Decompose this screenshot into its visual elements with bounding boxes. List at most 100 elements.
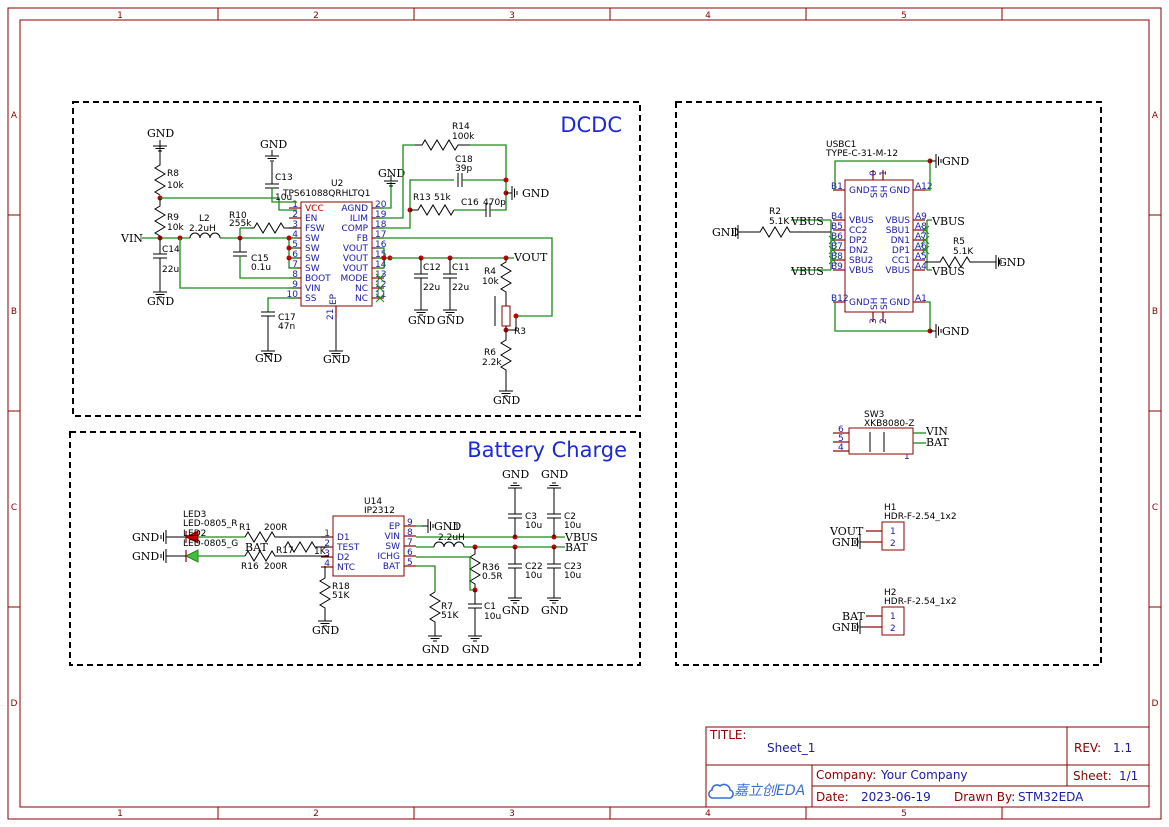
pin-number: 16 — [375, 240, 387, 250]
l1-val: 2.2uH — [438, 533, 465, 543]
u14-part: IP2312 — [364, 506, 395, 516]
c15-ref: C15 — [251, 254, 269, 264]
pin-name: NC — [355, 294, 368, 304]
pin-name: GND — [889, 298, 910, 308]
usb-ref: USBC1 — [826, 140, 856, 150]
gnd-label: GND — [522, 187, 549, 200]
net-vbus: VBUS — [931, 265, 965, 278]
c16-ref: C16 — [461, 198, 479, 208]
net-vbus: VBUS — [790, 265, 824, 278]
r9-ref: R9 — [167, 213, 179, 223]
pin-name: NC — [355, 284, 368, 294]
gnd-label: GND — [147, 295, 174, 308]
r8-ref: R8 — [167, 169, 179, 179]
gnd-label: GND — [323, 353, 350, 366]
pin-name: SBU2 — [849, 256, 873, 266]
r17-ref: R17 — [276, 546, 294, 556]
r17-val: 1K — [314, 547, 327, 557]
c22-ref: C22 — [525, 562, 543, 572]
h1-pin: 2 — [890, 539, 896, 549]
c13-ref: C13 — [275, 173, 293, 183]
dcdc-section-title: DCDC — [560, 113, 622, 137]
col-label-bottom: 4 — [705, 809, 711, 819]
gnd-label: GND — [832, 621, 859, 634]
charge-section-title: Battery Charge — [467, 438, 627, 462]
gnd-label: GND — [502, 468, 529, 481]
r6-val: 2.2k — [482, 358, 502, 368]
sheet-value: 1/1 — [1119, 769, 1138, 783]
led2-green-icon — [184, 549, 199, 563]
r2-ref: R2 — [769, 207, 781, 217]
r16-ref: R16 — [241, 562, 259, 572]
led3-val: LED-0805_R — [183, 519, 238, 529]
u2-chip-body[interactable] — [300, 201, 373, 307]
row-label-left: D — [11, 699, 18, 709]
r18-val: 51K — [332, 591, 350, 601]
pin-number: B7 — [831, 242, 843, 252]
gnd-label: GND — [132, 531, 159, 544]
drawing-frame: 1 2 3 4 5 1 2 3 4 5 A B C D A B C D — [7, 7, 1162, 820]
c23-val: 10u — [564, 571, 581, 581]
pin-number: 10 — [287, 290, 299, 300]
pin-number: 4 — [292, 230, 298, 240]
pin-name: SS — [305, 294, 317, 304]
led3-ref: LED3 — [183, 510, 206, 520]
col-label-top: 3 — [509, 11, 515, 21]
gnd-label: GND — [712, 226, 739, 239]
pin-number: 14 — [375, 260, 387, 270]
gnd-label: GND — [502, 604, 529, 617]
pin-name: VBUS — [849, 266, 874, 276]
pin-name: SW — [305, 244, 320, 254]
pin-number: 3 — [324, 549, 330, 559]
company-value: Your Company — [880, 768, 968, 782]
pin-name: EP — [389, 522, 401, 532]
pin-number: B6 — [831, 232, 843, 242]
pin-name: D1 — [337, 533, 350, 543]
gnd-label: GND — [437, 314, 464, 327]
r14-val: 100k — [452, 132, 475, 142]
title-block: TITLE: Sheet_1 REV: 1.1 Company: Your Co… — [705, 726, 1150, 808]
l1-ref: L1 — [449, 523, 460, 533]
date-value: 2023-06-19 — [861, 790, 931, 804]
gnd-label: GND — [541, 468, 568, 481]
pin-number: 17 — [375, 230, 386, 240]
c15-val: 0.1u — [251, 263, 271, 273]
pin-name: CC1 — [892, 256, 910, 266]
pin-number: 8 — [292, 270, 298, 280]
u14-chip-body[interactable] — [332, 515, 405, 577]
gnd-label: GND — [942, 155, 969, 168]
pin-name: BAT — [383, 562, 401, 572]
pin-name: SW — [385, 542, 400, 552]
pin-name: GND — [849, 186, 870, 196]
pin-name: NTC — [337, 563, 355, 573]
r13-val: 51k — [434, 193, 451, 203]
pin-number: A12 — [915, 182, 933, 192]
gnd-label: GND — [462, 643, 489, 656]
gnd-label: GND — [832, 536, 859, 549]
pin-name: MODE — [341, 274, 369, 284]
pin-number: 1 — [292, 200, 298, 210]
usb-shield-name: SH — [880, 298, 890, 310]
pin-number: 6 — [292, 250, 298, 260]
pin-name: VIN — [305, 284, 321, 294]
r36-val: 0.5R — [482, 572, 503, 582]
pin-name: VCC — [305, 204, 324, 214]
pin-name: COMP — [341, 224, 368, 234]
pin-number: 5 — [838, 434, 844, 444]
pin-number: 13 — [375, 270, 386, 280]
usb-c-connector-body[interactable] — [844, 179, 914, 313]
rev-value: 1.1 — [1113, 741, 1132, 755]
sheet-label: Sheet: — [1073, 769, 1112, 783]
pin-name: ILIM — [350, 214, 368, 224]
h2-part: HDR-F-2.54_1x2 — [884, 597, 957, 607]
h1-ref: H1 — [884, 503, 897, 513]
usb-shield-num: 2 — [879, 318, 889, 324]
col-label-bottom: 5 — [901, 809, 907, 819]
c17-ref: C17 — [278, 313, 296, 323]
c1-ref: C1 — [484, 602, 496, 612]
r6-ref: R6 — [484, 348, 496, 358]
c11-val: 22u — [452, 283, 469, 293]
usb-shield-num: 3 — [869, 318, 879, 324]
pin-name: DN2 — [849, 246, 868, 256]
